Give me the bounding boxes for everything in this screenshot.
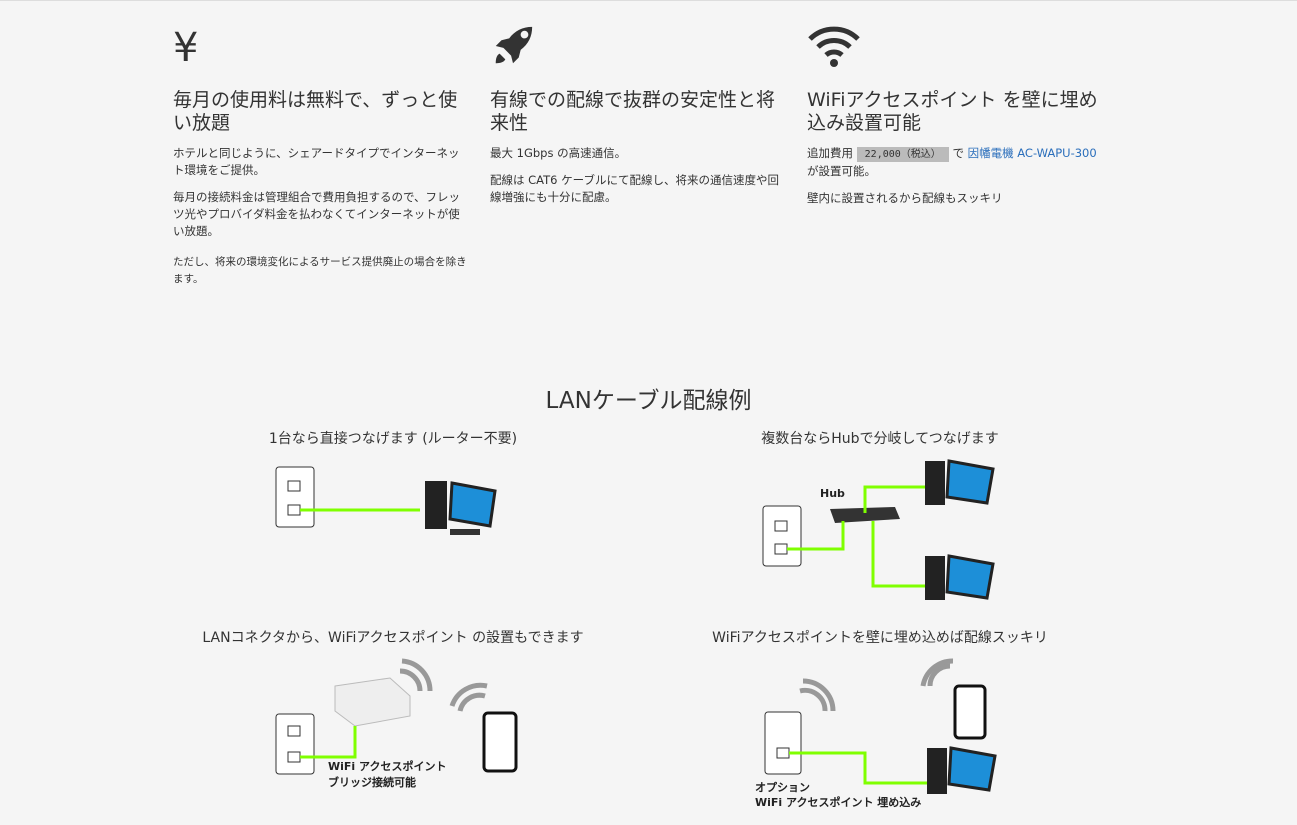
wifi-icon	[807, 23, 1102, 73]
pc-icon	[925, 459, 995, 505]
svg-text:ブリッジ接続可能: ブリッジ接続可能	[328, 775, 416, 789]
pc-icon	[927, 746, 997, 794]
svg-text:WiFi アクセスポイント: WiFi アクセスポイント	[328, 759, 446, 773]
feature-wifi: WiFiアクセスポイント を壁に埋め込み設置可能 追加費用 22,000（税込）…	[807, 23, 1102, 217]
yen-icon: ¥	[173, 25, 199, 71]
feature-wired: 有線での配線で抜群の安定性と将来性 最大 1Gbps の高速通信。 配線は CA…	[490, 23, 785, 216]
feature-note: ただし、将来の環境変化によるサービス提供廃止の場合を除きます。	[173, 256, 467, 285]
hub-icon	[830, 507, 900, 523]
feature-title: 有線での配線で抜群の安定性と将来性	[490, 89, 776, 134]
svg-text:オプション: オプション	[755, 780, 810, 794]
wall-outlet	[762, 505, 802, 567]
section-title: LANケーブル配線例	[545, 388, 752, 414]
price-tag: 22,000（税込）	[856, 147, 949, 162]
example-caption: LANコネクタから、WiFiアクセスポイント の設置もできます	[202, 630, 584, 646]
feature-title: WiFiアクセスポイント を壁に埋め込み設置可能	[807, 89, 1098, 134]
product-link[interactable]: 因幡電機 AC-WAPU-300	[967, 146, 1097, 160]
wall-outlet	[275, 713, 315, 775]
example-caption: WiFiアクセスポイントを壁に埋め込めば配線スッキリ	[712, 630, 1048, 646]
wall-outlet	[764, 711, 802, 775]
diagram-hub: Hub	[762, 459, 995, 600]
feature-text: ホテルと同じように、シェアードタイプでインターネット環境をご提供。	[173, 146, 460, 177]
feature-text: 追加費用 22,000（税込） で 因幡電機 AC-WAPU-300 が設置可能…	[807, 146, 1097, 178]
pc-icon	[925, 554, 995, 600]
feature-text: 壁内に設置されるから配線もスッキリ	[807, 191, 1003, 205]
rocket-icon	[490, 23, 785, 73]
svg-text:Hub: Hub	[820, 487, 845, 500]
access-point-icon	[334, 677, 411, 727]
smartphone-icon	[953, 684, 987, 740]
diagram-embedded: オプション WiFi アクセスポイント 埋め込み	[755, 658, 997, 809]
svg-text:WiFi アクセスポイント 埋め込み: WiFi アクセスポイント 埋め込み	[755, 795, 921, 809]
pc-icon	[425, 481, 497, 535]
wall-outlet	[275, 466, 315, 528]
example-caption: 複数台ならHubで分岐してつなげます	[761, 431, 999, 447]
diagram-direct	[275, 466, 497, 535]
feature-text: 毎月の接続料金は管理組合で費用負担するので、フレッツ光やプロバイダ料金を払わなく…	[173, 190, 461, 238]
example-caption: 1台なら直接つなげます (ルーター不要)	[268, 431, 518, 447]
feature-text: 最大 1Gbps の高速通信。	[490, 146, 627, 160]
smartphone-icon	[482, 711, 518, 773]
feature-text: 配線は CAT6 ケーブルにて配線し、将来の通信速度や回線増強にも十分に配慮。	[490, 173, 779, 204]
diagram-ap: WiFi アクセスポイント ブリッジ接続可能	[275, 658, 518, 789]
feature-free: ¥ 毎月の使用料は無料で、ずっと使い放題 ホテルと同じように、シェアードタイプで…	[173, 23, 468, 298]
feature-title: 毎月の使用料は無料で、ずっと使い放題	[173, 89, 458, 134]
